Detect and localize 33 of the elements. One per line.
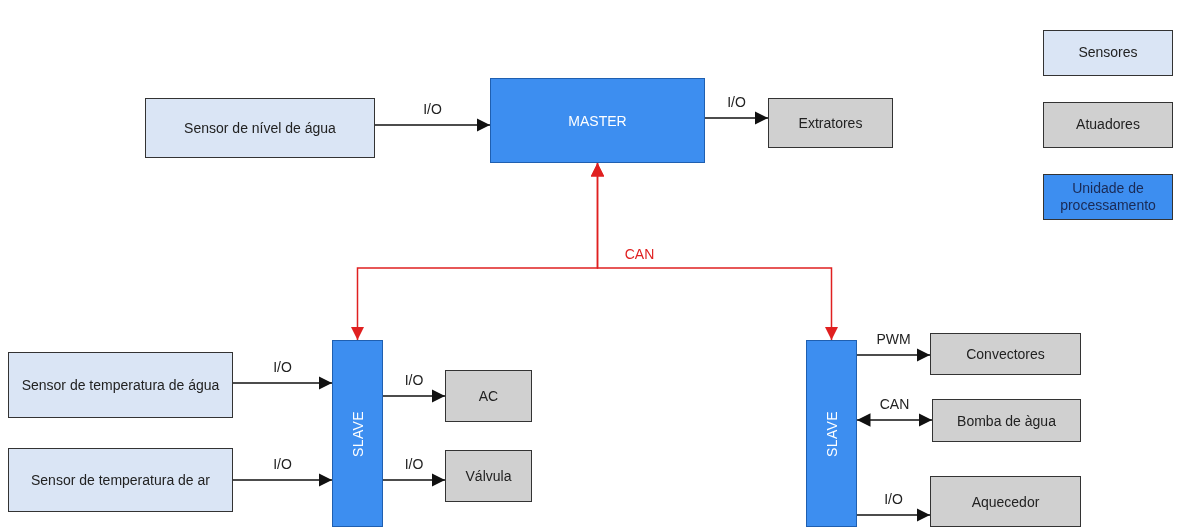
arrow bbox=[590, 162, 839, 341]
arrow bbox=[382, 389, 446, 403]
arrow bbox=[232, 376, 333, 390]
processor-box: SLAVE bbox=[332, 340, 383, 527]
actuator-box: Aquecedor bbox=[930, 476, 1081, 527]
edge-label: I/O bbox=[725, 95, 748, 109]
sensor-box: Sensor de nível de água bbox=[145, 98, 375, 158]
legend-swatch: Atuadores bbox=[1043, 102, 1173, 148]
arrow bbox=[856, 508, 931, 522]
arrow bbox=[704, 111, 769, 125]
edge-label: CAN bbox=[877, 397, 912, 411]
edge-label: I/O bbox=[271, 457, 294, 471]
arrow bbox=[374, 118, 491, 132]
arrow bbox=[856, 413, 933, 427]
edge-label: I/O bbox=[271, 360, 294, 374]
edge-label: CAN bbox=[622, 247, 657, 261]
processor-box: MASTER bbox=[490, 78, 705, 163]
arrow bbox=[856, 348, 931, 362]
legend-swatch: Sensores bbox=[1043, 30, 1173, 76]
actuator-box: Extratores bbox=[768, 98, 893, 148]
actuator-box: Válvula bbox=[445, 450, 532, 502]
arrow bbox=[232, 473, 333, 487]
legend-swatch: Unidade de processamento bbox=[1043, 174, 1173, 220]
arrow bbox=[382, 473, 446, 487]
actuator-box: AC bbox=[445, 370, 532, 422]
actuator-box: Convectores bbox=[930, 333, 1081, 375]
sensor-box: Sensor de temperatura de água bbox=[8, 352, 233, 418]
edge-label: PWM bbox=[874, 332, 913, 346]
processor-box: SLAVE bbox=[806, 340, 857, 527]
edge-label: I/O bbox=[882, 492, 905, 506]
sensor-box: Sensor de temperatura de ar bbox=[8, 448, 233, 512]
actuator-box: Bomba de àgua bbox=[932, 399, 1081, 442]
edge-label: I/O bbox=[421, 102, 444, 116]
